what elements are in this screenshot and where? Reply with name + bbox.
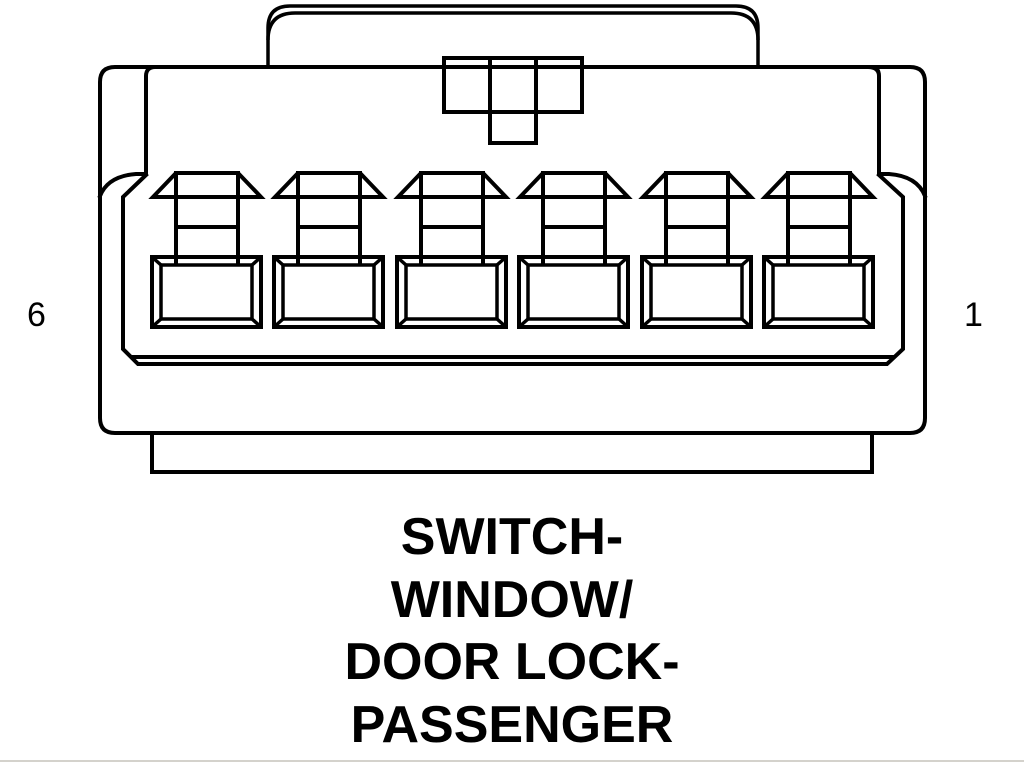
title-line-2: WINDOW/ — [390, 570, 634, 629]
title-line-3: DOOR LOCK- — [344, 633, 680, 691]
pin-cavity-4 — [393, 171, 511, 329]
pin-cavity-5 — [270, 171, 388, 329]
pin-cavity-1 — [760, 171, 878, 329]
pin-number-label-left: 6 — [27, 296, 46, 334]
connector-latch — [442, 56, 584, 145]
connector-bottom-tab — [150, 431, 874, 474]
connector-top-tab — [266, 4, 760, 66]
title-line-1: SWITCH- — [400, 508, 624, 566]
pin-cavity-2 — [638, 171, 756, 329]
pin-cavity-6 — [148, 171, 266, 329]
bottom-divider — [0, 760, 1024, 762]
pin-number-label-right: 1 — [964, 296, 983, 334]
pin-cavities — [148, 171, 878, 329]
connector-title: SWITCH- WINDOW/ DOOR LOCK- PASSENGER — [0, 506, 1024, 756]
connector-outer-shell — [98, 65, 927, 435]
title-line-4: PASSENGER — [350, 695, 674, 754]
pin-cavity-3 — [515, 171, 633, 329]
connector-inner-walls — [97, 64, 928, 366]
